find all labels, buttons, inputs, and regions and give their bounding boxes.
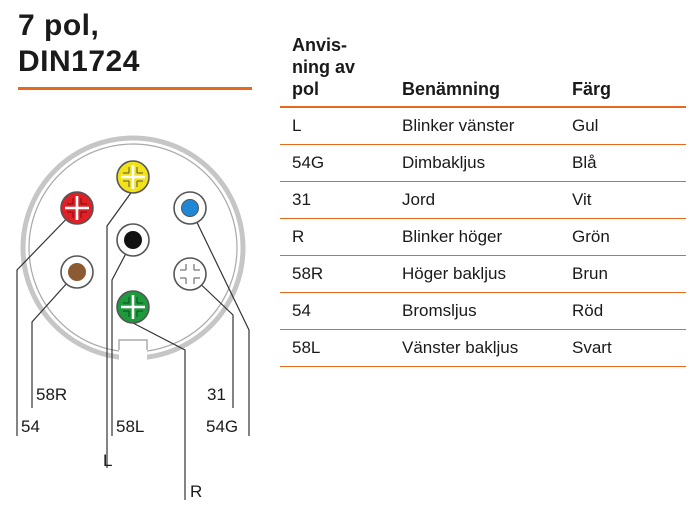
cell-color: Röd xyxy=(560,292,686,330)
leader-line-31 xyxy=(189,273,234,408)
table-row: 58R Höger bakljus Brun xyxy=(280,255,686,293)
table-header-row: Anvis- ning av pol Benämning Färg xyxy=(280,34,686,108)
leader-line-58R xyxy=(31,271,78,408)
leader-lines xyxy=(16,189,250,500)
header-name: Benämning xyxy=(390,34,560,108)
label-58R: 58R xyxy=(36,385,67,404)
connector-title: 7 pol, DIN1724 xyxy=(18,8,140,80)
cell-name: Dimbakljus xyxy=(390,144,560,182)
cell-color: Grön xyxy=(560,218,686,256)
cell-name: Vänster bakljus xyxy=(390,329,560,367)
label-54: 54 xyxy=(21,417,40,436)
header-color: Färg xyxy=(560,34,686,108)
header-pin-designation: Anvis- ning av pol xyxy=(280,34,390,108)
pin-assignment-table: Anvis- ning av pol Benämning Färg L Blin… xyxy=(280,34,686,367)
cell-color: Blå xyxy=(560,144,686,182)
cell-name: Blinker höger xyxy=(390,218,560,256)
title-line-2: DIN1724 xyxy=(18,45,140,78)
leader-line-54 xyxy=(16,207,78,436)
cell-pin: L xyxy=(280,107,390,145)
leader-line-L xyxy=(106,189,134,468)
pin-L xyxy=(116,160,150,194)
leader-line-R xyxy=(132,322,186,500)
label-58L: 58L xyxy=(116,417,144,436)
cell-pin: 58L xyxy=(280,329,390,367)
table-row: 54 Bromsljus Röd xyxy=(280,292,686,330)
label-L: L xyxy=(103,451,112,470)
cell-color: Vit xyxy=(560,181,686,219)
cell-name: Jord xyxy=(390,181,560,219)
cell-name: Bromsljus xyxy=(390,292,560,330)
table-row: 31 Jord Vit xyxy=(280,181,686,219)
cell-color: Gul xyxy=(560,107,686,145)
cell-pin: 58R xyxy=(280,255,390,293)
table-row: 54G Dimbakljus Blå xyxy=(280,144,686,182)
label-31: 31 xyxy=(207,385,226,404)
cell-pin: R xyxy=(280,218,390,256)
title-line-1: 7 pol, xyxy=(18,9,100,42)
title-underline xyxy=(18,87,252,90)
leader-line-54G xyxy=(189,207,250,436)
pin-R xyxy=(116,290,150,324)
pin-54 xyxy=(60,191,94,225)
table-row: 58L Vänster bakljus Svart xyxy=(280,329,686,367)
cell-pin: 31 xyxy=(280,181,390,219)
pin-58L xyxy=(116,223,150,257)
table-row: R Blinker höger Grön xyxy=(280,218,686,256)
table-row: L Blinker vänster Gul xyxy=(280,107,686,145)
pin-54G xyxy=(173,191,207,225)
label-54G: 54G xyxy=(206,417,238,436)
cell-name: Höger bakljus xyxy=(390,255,560,293)
pin-58R xyxy=(60,255,94,289)
cell-pin: 54 xyxy=(280,292,390,330)
cell-name: Blinker vänster xyxy=(390,107,560,145)
label-R: R xyxy=(190,482,202,501)
cell-color: Brun xyxy=(560,255,686,293)
cell-pin: 54G xyxy=(280,144,390,182)
cell-color: Svart xyxy=(560,329,686,367)
pin-31 xyxy=(173,257,207,291)
